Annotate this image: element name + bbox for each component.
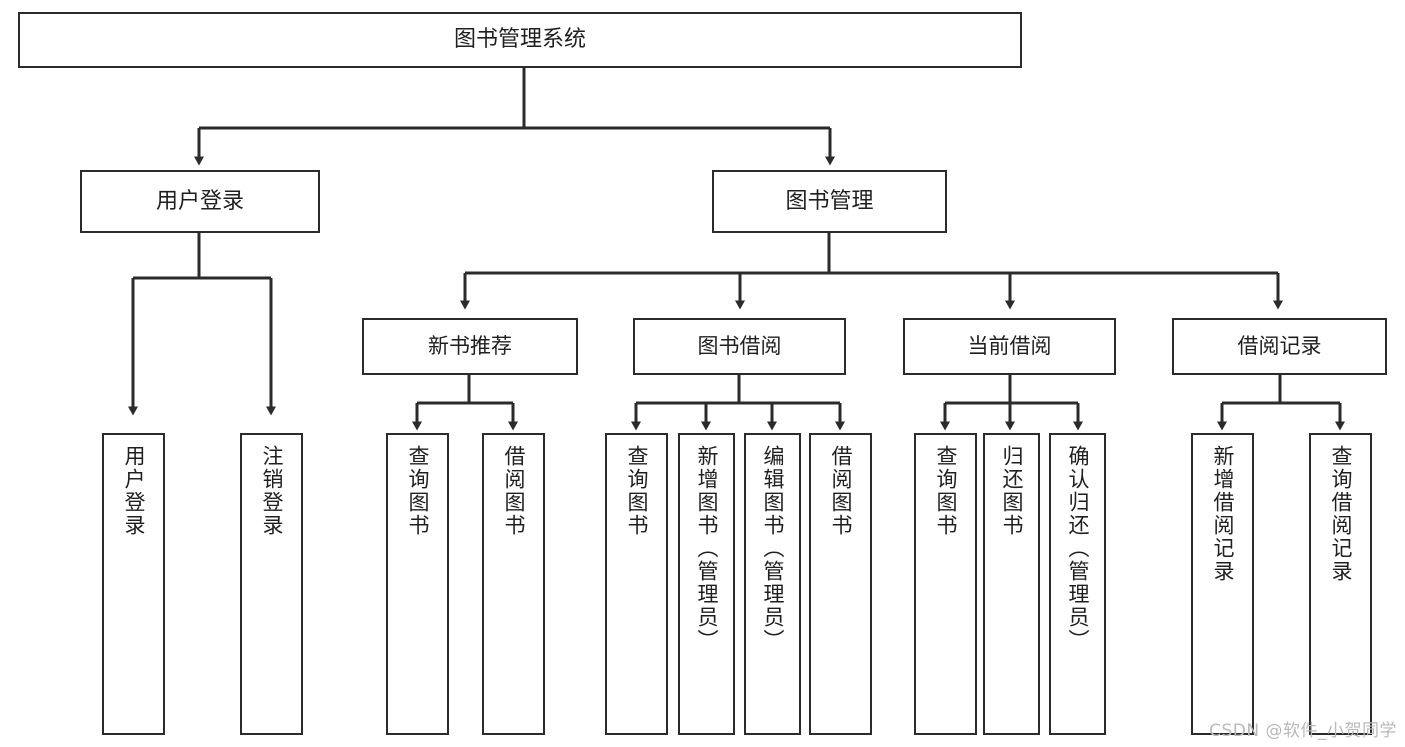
node-leaf-user-login[interactable]: 用户登录 xyxy=(102,433,165,735)
csdn-watermark: CSDN @软件_小贺同学 xyxy=(1209,721,1397,741)
node-current-borrow[interactable]: 当前借阅 xyxy=(903,318,1116,375)
node-label: 查询图书 xyxy=(934,445,958,537)
node-leaf-edit-book[interactable]: 编辑图书（管理员） xyxy=(744,433,801,735)
node-label: 注销登录 xyxy=(260,445,284,537)
node-label: 查询借阅记录 xyxy=(1329,445,1353,583)
node-new-book-recommend[interactable]: 新书推荐 xyxy=(362,318,578,375)
node-label: 归还图书 xyxy=(1000,445,1024,537)
node-leaf-add-record[interactable]: 新增借阅记录 xyxy=(1191,433,1254,735)
node-label: 用户登录 xyxy=(155,188,244,214)
node-label: 图书管理 xyxy=(785,188,874,214)
node-leaf-add-book[interactable]: 新增图书（管理员） xyxy=(678,433,735,735)
node-borrow-record[interactable]: 借阅记录 xyxy=(1172,318,1387,375)
node-label: 用户登录 xyxy=(122,445,146,537)
node-label: 当前借阅 xyxy=(967,334,1052,359)
node-label: 新书推荐 xyxy=(428,334,512,359)
node-book-management-system[interactable]: 图书管理系统 xyxy=(18,12,1022,68)
node-label: 借阅图书 xyxy=(829,445,853,537)
node-label: 借阅记录 xyxy=(1237,334,1322,359)
node-leaf-query-record[interactable]: 查询借阅记录 xyxy=(1309,433,1372,735)
node-label: 查询图书 xyxy=(625,445,649,537)
node-leaf-borrow-book-1[interactable]: 借阅图书 xyxy=(482,433,545,735)
node-leaf-confirm-return[interactable]: 确认归还（管理员） xyxy=(1049,433,1106,735)
node-leaf-query-book-2[interactable]: 查询图书 xyxy=(605,433,668,735)
node-label: 图书管理系统 xyxy=(453,27,586,53)
node-book-borrow[interactable]: 图书借阅 xyxy=(633,318,846,375)
node-label: 编辑图书（管理员） xyxy=(761,445,785,652)
node-user-login[interactable]: 用户登录 xyxy=(80,170,320,233)
node-leaf-borrow-book-2[interactable]: 借阅图书 xyxy=(809,433,872,735)
node-label: 借阅图书 xyxy=(502,445,526,537)
node-leaf-logout[interactable]: 注销登录 xyxy=(240,433,303,735)
node-leaf-return-book[interactable]: 归还图书 xyxy=(983,433,1040,735)
node-leaf-query-book-3[interactable]: 查询图书 xyxy=(914,433,977,735)
node-book-management[interactable]: 图书管理 xyxy=(712,170,947,233)
node-label: 新增图书（管理员） xyxy=(695,445,719,652)
node-label: 图书借阅 xyxy=(697,334,782,359)
node-label: 新增借阅记录 xyxy=(1211,445,1235,583)
node-label: 查询图书 xyxy=(406,445,430,537)
node-label: 确认归还（管理员） xyxy=(1066,445,1090,652)
node-leaf-query-book-1[interactable]: 查询图书 xyxy=(386,433,449,735)
